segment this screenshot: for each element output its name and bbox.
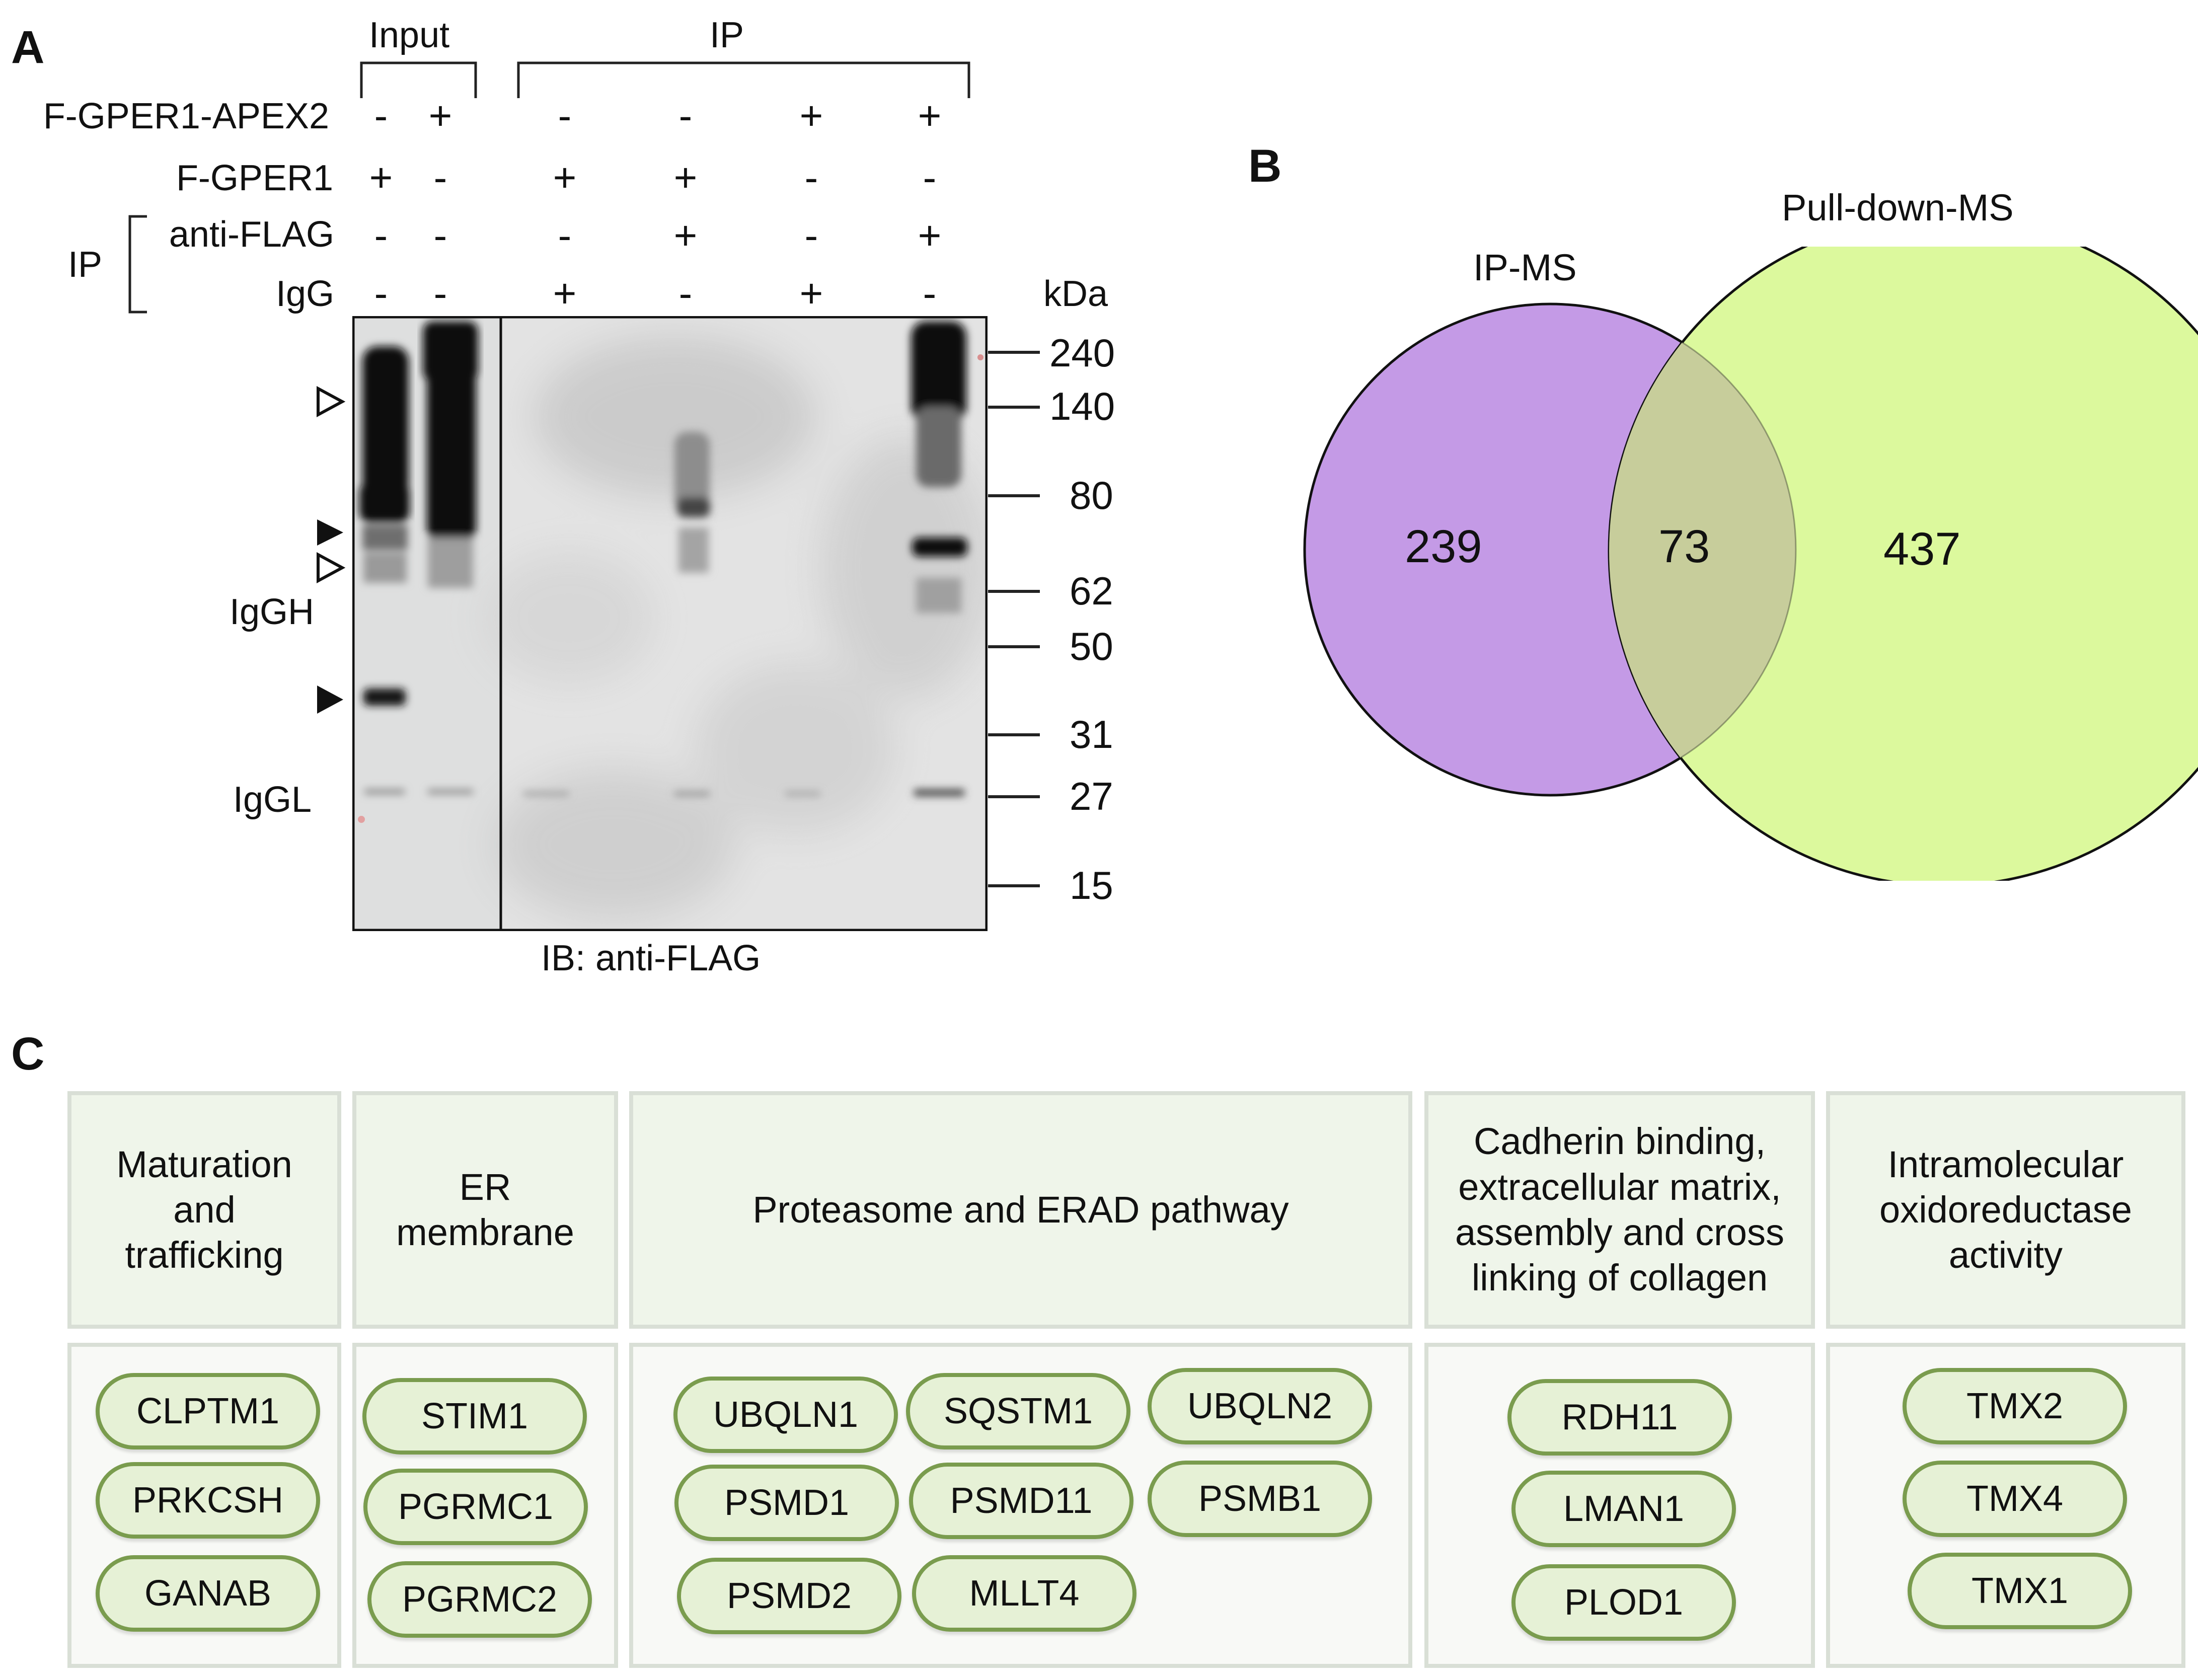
protein-pill: SQSTM1 — [906, 1373, 1130, 1449]
sign: - — [433, 271, 447, 316]
venn-count-ip-ms-only: 239 — [1405, 521, 1482, 572]
header-brackets — [128, 61, 970, 314]
protein-pill: UBQLN2 — [1148, 1368, 1372, 1444]
sign: + — [918, 213, 942, 258]
sign: - — [923, 271, 937, 316]
igg-heavy-label: IgGH — [230, 592, 315, 632]
protein-pill: GANAB — [96, 1555, 320, 1632]
open-arrowhead-icon — [317, 552, 346, 584]
protein-pill: PSMB1 — [1148, 1461, 1372, 1537]
sign: + — [799, 93, 823, 138]
venn-label-pull-down-ms: Pull-down-MS — [1782, 187, 2014, 228]
marker-27: 27 — [1070, 774, 1113, 818]
sign: - — [678, 271, 693, 316]
igg-light-label: IgGL — [233, 780, 312, 820]
marker-tick — [988, 795, 1040, 798]
sign: - — [678, 93, 693, 138]
venn-count-pull-down-only: 437 — [1883, 523, 1961, 575]
protein-pill: PGRMC2 — [367, 1561, 592, 1638]
category-title: Cadherin binding, extracellular matrix, … — [1455, 1120, 1784, 1299]
open-arrowhead-icon — [317, 386, 346, 418]
protein-pill: UBQLN1 — [673, 1377, 898, 1453]
header-ip: IP — [710, 15, 744, 55]
protein-pill: TMX2 — [1903, 1368, 2127, 1444]
marker-50: 50 — [1070, 624, 1113, 668]
filled-arrowhead-icon — [317, 685, 343, 714]
protein-pill: LMAN1 — [1511, 1471, 1736, 1547]
sign: - — [558, 213, 572, 258]
protein-pill: STIM1 — [362, 1378, 587, 1455]
sign: - — [374, 271, 388, 316]
protein-pill: TMX1 — [1908, 1553, 2132, 1629]
marker-tick — [988, 733, 1040, 736]
venn-label-ip-ms: IP-MS — [1473, 247, 1577, 288]
protein-pill: PSMD1 — [674, 1465, 899, 1541]
sign: + — [369, 155, 393, 200]
category-header: Intramolecular oxidoreductase activity — [1826, 1091, 2185, 1329]
sign: - — [804, 213, 818, 258]
band-arrowheads — [317, 386, 346, 714]
filled-arrowhead-icon — [317, 519, 343, 546]
panel-a-letter: A — [11, 22, 45, 73]
protein-pill: PSMD2 — [677, 1558, 901, 1634]
sign: + — [673, 155, 698, 200]
category-header: Maturation and trafficking — [67, 1091, 341, 1329]
protein-pill: CLPTM1 — [96, 1373, 320, 1449]
sign: - — [433, 213, 447, 258]
sign: - — [923, 155, 937, 200]
row-label-ip-side: IP — [68, 245, 103, 285]
ib-label: IB: anti-FLAG — [541, 938, 761, 978]
sign: - — [804, 155, 818, 200]
western-blot-image — [352, 316, 988, 931]
sign: - — [374, 93, 388, 138]
sign: - — [558, 93, 572, 138]
sign: + — [553, 155, 577, 200]
sign: + — [799, 271, 823, 316]
protein-pill: PLOD1 — [1511, 1564, 1736, 1641]
sign: + — [673, 213, 698, 258]
protein-pill: PSMD11 — [909, 1463, 1133, 1539]
venn-diagram — [1303, 247, 2198, 881]
category-title: Proteasome and ERAD pathway — [752, 1188, 1289, 1231]
protein-pill: TMX4 — [1903, 1461, 2127, 1537]
marker-tick — [988, 884, 1040, 887]
sign: + — [428, 93, 452, 138]
marker-140: 140 — [1049, 384, 1115, 428]
category-title: Intramolecular oxidoreductase activity — [1879, 1143, 2132, 1276]
sign: + — [553, 271, 577, 316]
protein-pill: PRKCSH — [96, 1462, 320, 1539]
marker-tick — [988, 406, 1040, 409]
category-header: Cadherin binding, extracellular matrix, … — [1424, 1091, 1815, 1329]
marker-tick — [988, 494, 1040, 497]
category-title: ER membrane — [396, 1166, 574, 1253]
venn-count-overlap: 73 — [1658, 521, 1710, 572]
kda-label: kDa — [1043, 274, 1108, 314]
protein-pill: MLLT4 — [912, 1555, 1136, 1632]
row-label-gper: F-GPER1 — [176, 158, 333, 198]
panel-b-letter: B — [1248, 140, 1282, 192]
category-header: ER membrane — [352, 1091, 618, 1329]
marker-80: 80 — [1070, 473, 1113, 517]
protein-pill: PGRMC1 — [363, 1469, 588, 1545]
header-input: Input — [369, 15, 450, 55]
marker-tick — [988, 351, 1040, 354]
marker-15: 15 — [1070, 863, 1113, 907]
marker-31: 31 — [1070, 712, 1113, 756]
row-label-igg: IgG — [275, 274, 334, 314]
sign: - — [433, 155, 447, 200]
sign: - — [374, 213, 388, 258]
panel-c-letter: C — [11, 1028, 45, 1080]
row-label-antiflag: anti-FLAG — [169, 214, 334, 255]
sign: + — [918, 93, 942, 138]
category-title: Maturation and trafficking — [116, 1143, 292, 1276]
venn-overlap — [1609, 304, 1796, 795]
marker-62: 62 — [1070, 569, 1113, 613]
marker-tick — [988, 590, 1040, 593]
marker-240: 240 — [1049, 331, 1115, 375]
row-label-apex: F-GPER1-APEX2 — [43, 96, 329, 136]
protein-pill: RDH11 — [1507, 1379, 1732, 1456]
marker-tick — [988, 645, 1040, 648]
category-header: Proteasome and ERAD pathway — [629, 1091, 1412, 1329]
